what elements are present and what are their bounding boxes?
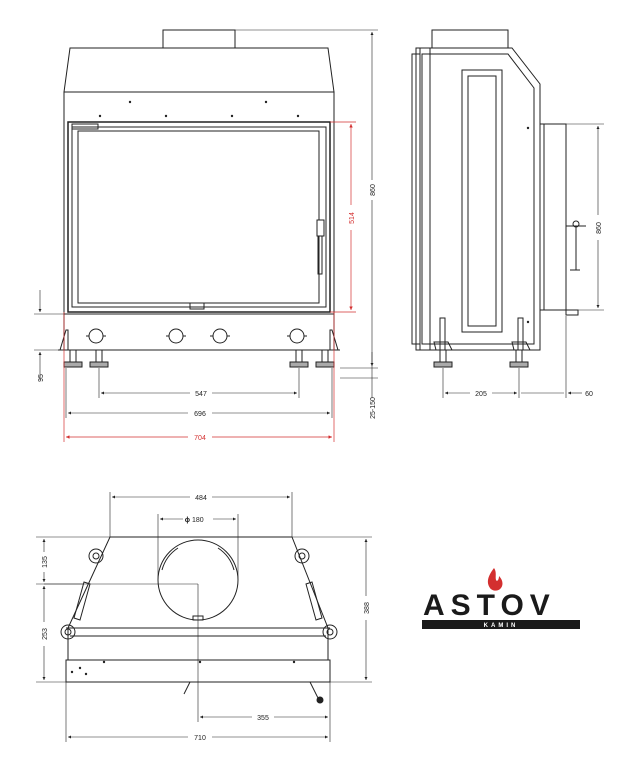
side-flue-collar	[431, 29, 509, 49]
front-body	[63, 91, 335, 315]
front-door-glass	[77, 130, 320, 304]
side-legs	[433, 317, 531, 368]
front-width-body-label: 696	[194, 411, 206, 418]
top-leg-pads	[60, 548, 338, 640]
front-leg-adjust-label: 25-150	[370, 397, 377, 419]
front-width-legs-label: 547	[195, 391, 207, 398]
top-depth-front-label: 135	[42, 556, 49, 568]
logo-bar	[422, 620, 580, 629]
side-rear-box	[539, 123, 567, 311]
front-legs	[63, 349, 335, 368]
front-dimensions-red	[63, 121, 356, 442]
front-base-panel	[63, 313, 335, 351]
side-height-label: 860	[596, 222, 603, 234]
top-width-total-label: 710	[194, 735, 206, 742]
astov-logo: ASTOV KAMIN	[422, 568, 580, 629]
top-width-label: 484	[195, 495, 207, 502]
flue-diameter-label: 180	[192, 517, 204, 524]
side-depth-rear-label: 60	[585, 391, 593, 398]
front-height-label: 860	[370, 184, 377, 196]
front-air-intakes	[86, 328, 307, 344]
top-depth-total-label: 388	[364, 602, 371, 614]
side-window	[461, 69, 503, 333]
top-dimensions	[36, 492, 372, 742]
front-glass-height-label: 514	[349, 212, 356, 224]
front-door-handle	[316, 219, 325, 237]
logo-name: ASTOV	[423, 589, 556, 622]
flue-offset-label: 355	[257, 715, 269, 722]
side-body	[415, 47, 541, 351]
front-door-frame	[67, 121, 331, 313]
side-dimensions	[442, 123, 604, 398]
top-depth-rear-label: 253	[42, 628, 49, 640]
flue-diameter-symbol: ϕ	[185, 517, 190, 524]
side-depth-legs-label: 205	[475, 391, 487, 398]
front-hood	[63, 47, 335, 93]
front-width-overall-label: 704	[194, 435, 206, 442]
front-bottom-offset-label: 95	[38, 374, 45, 382]
side-view	[411, 29, 586, 368]
logo-subtitle: KAMIN	[484, 623, 519, 629]
front-view	[58, 29, 340, 368]
front-flue-collar	[162, 29, 236, 49]
flame-icon	[487, 568, 503, 591]
top-view	[60, 536, 338, 704]
front-dimensions	[34, 29, 378, 418]
